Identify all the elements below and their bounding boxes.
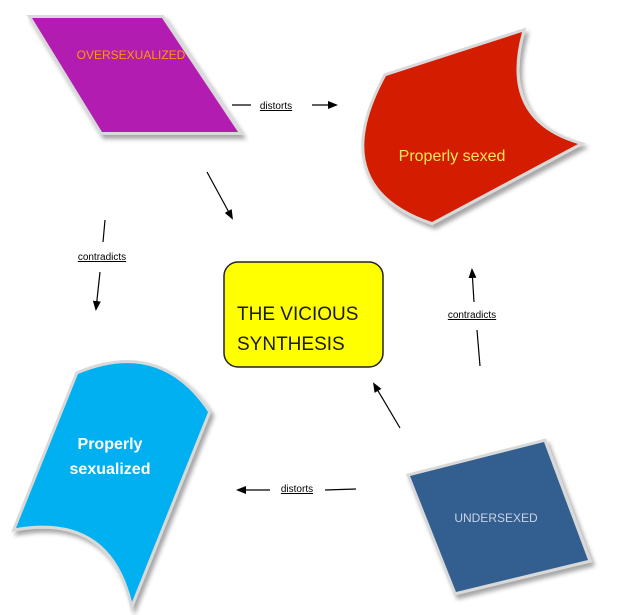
- vicious-synthesis-label-line2: SYNTHESIS: [237, 334, 345, 355]
- properly-sexed-fill: [364, 32, 578, 222]
- edge-left-contradicts-line-top: [102, 219, 106, 243]
- undersexed-fill: [410, 442, 588, 592]
- edge-oversexualized-to-center-arrow: [206, 171, 233, 220]
- properly-sexualized-fill: [16, 363, 208, 602]
- properly-sexed-label: Properly sexed: [399, 148, 506, 165]
- undersexed-node: UNDERSEXED: [405, 438, 592, 596]
- vicious-synthesis-node: THE VICIOUS SYNTHESIS: [223, 261, 384, 368]
- properly-sexualized-label-line1: Properly: [78, 436, 143, 453]
- edge-left-contradicts-arrow: [92, 271, 101, 311]
- edge-top-distorts-label: distorts: [260, 101, 292, 112]
- edge-undersexed-to-center-arrow: [372, 382, 401, 429]
- edge-right-contradicts-label: contradicts: [448, 310, 496, 321]
- vicious-synthesis-label-line1: THE VICIOUS: [237, 304, 358, 325]
- edge-right-contradicts-arrow: [468, 268, 477, 303]
- properly-sexed-node: Properly sexed: [361, 27, 586, 226]
- edge-bottom-distorts-line-right: [324, 488, 357, 491]
- oversexualized-fill: [32, 18, 238, 132]
- vicious-synthesis-box: [223, 261, 384, 368]
- edge-left-contradicts-label: contradicts: [78, 252, 126, 263]
- oversexualized-label: OVERSEXUALIZED: [77, 48, 186, 62]
- edge-right-contradicts: contradicts: [448, 268, 496, 367]
- edge-top-distorts: distorts: [232, 101, 338, 112]
- oversexualized-node: OVERSEXUALIZED: [26, 15, 244, 135]
- edge-right-contradicts-line-bottom: [476, 329, 481, 367]
- edge-left-contradicts: contradicts: [78, 219, 126, 311]
- properly-sexualized-label-line2: sexualized: [70, 461, 151, 478]
- undersexed-label: UNDERSEXED: [454, 511, 538, 525]
- edge-bottom-distorts: distorts: [236, 484, 357, 495]
- properly-sexualized-node: Properly sexualized: [11, 360, 212, 612]
- edge-bottom-distorts-label: distorts: [281, 484, 313, 495]
